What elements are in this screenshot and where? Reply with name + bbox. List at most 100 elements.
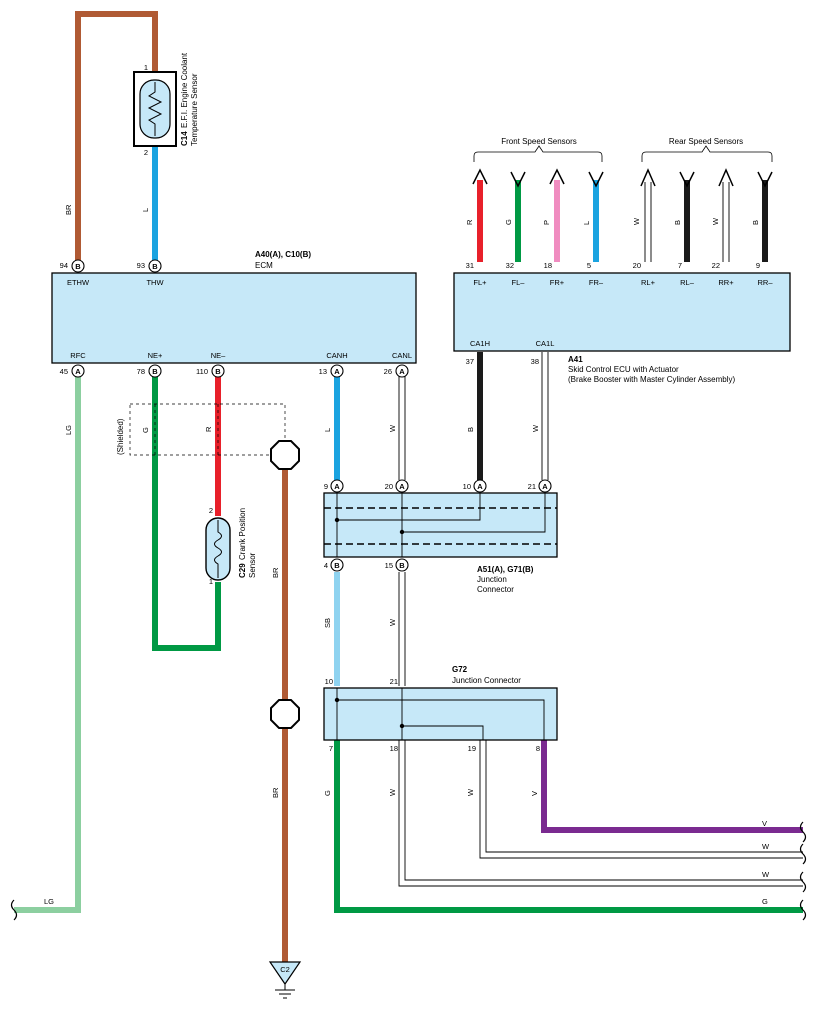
abs-ecu-id: A41 [568, 355, 583, 364]
ecm-conn-93: B [152, 262, 158, 271]
wire-label-br-low: BR [271, 787, 280, 798]
front-sensors-label: Front Speed Sensors [501, 137, 577, 146]
abs-wire-l: L [582, 221, 591, 225]
ecm-conn-13: A [334, 367, 340, 376]
ecm-pin-78: 78 [137, 367, 145, 376]
jc1-conn-4: B [334, 561, 340, 570]
ecm-term-canh: CANH [326, 351, 347, 360]
ecm-conn-26: A [399, 367, 405, 376]
break-right [799, 821, 807, 921]
ecm-conn-110: B [215, 367, 221, 376]
abs-term-rr-plus: RR+ [718, 278, 734, 287]
jc2-name: Junction Connector [452, 676, 521, 685]
jc1-conn-21-circle [538, 479, 552, 493]
svg-text:Sensor: Sensor [248, 552, 257, 578]
ecm-pin-93: 93 [137, 261, 145, 270]
wire-label-lg: LG [64, 425, 73, 435]
end-label-g: G [762, 897, 768, 906]
abs-term-fr-plus: FR+ [550, 278, 565, 287]
abs-term-ca1l: CA1L [536, 339, 555, 348]
jc1-pin-15: 15 [385, 561, 393, 570]
ecm-name: ECM [255, 261, 273, 270]
wire-label-w-ca: W [531, 424, 540, 432]
abs-wire-p: P [542, 220, 551, 225]
wire-label-g-ne: G [141, 427, 150, 433]
abs-term-fr-minus: FR– [589, 278, 604, 287]
wire-g-ne [152, 374, 221, 651]
abs-pin-7: 7 [678, 261, 682, 270]
wire-label-l-top: L [141, 208, 150, 212]
wire-label-v-out: V [530, 791, 539, 796]
jc2-pin-21: 21 [390, 677, 398, 686]
ecm-id: A40(A), C10(B) [255, 250, 311, 259]
ground-label: C2 [280, 965, 290, 974]
ecm-conn-110-circle [211, 364, 225, 378]
crank-position-sensor [205, 517, 231, 581]
wire-label-w-out1: W [388, 788, 397, 796]
abs-wire-b1: B [673, 220, 682, 225]
wire-label-w-mid: W [388, 618, 397, 626]
abs-pin-37: 37 [466, 357, 474, 366]
coolant-temp-sensor [133, 71, 177, 147]
abs-term-rl-plus: RL+ [641, 278, 656, 287]
ecm-conn-93-circle [148, 259, 162, 273]
splice-upper [270, 440, 300, 470]
abs-pin-20: 20 [633, 261, 641, 270]
jc1-pin-20: 20 [385, 482, 393, 491]
abs-ecu-name1: Skid Control ECU with Actuator [568, 365, 679, 374]
svg-text:C29: C29 [238, 563, 247, 578]
jc1-conn-4-circle [330, 558, 344, 572]
jc2-pin-19: 19 [468, 744, 476, 753]
jc2-pin-18: 18 [390, 744, 398, 753]
jc1-conn-21: A [542, 482, 548, 491]
svg-text:E.F.I. Engine Coolant: E.F.I. Engine Coolant [180, 52, 189, 128]
abs-term-rr-minus: RR– [757, 278, 773, 287]
ecm-conn-94: B [75, 262, 81, 271]
abs-pin-5: 5 [587, 261, 591, 270]
ecm-conn-45-circle [71, 364, 85, 378]
shielded-label: (Shielded) [116, 418, 125, 455]
junction-connector-2 [323, 687, 558, 741]
jc1-pin-21: 21 [528, 482, 536, 491]
wire-lg [14, 374, 81, 913]
jc2-pin-7: 7 [329, 744, 333, 753]
ecm-conn-45: A [75, 367, 81, 376]
rear-sensors-label: Rear Speed Sensors [669, 137, 743, 146]
rear-sensors-bracket [641, 145, 773, 162]
jc1-pin-4: 4 [324, 561, 328, 570]
coolant-pin-bot: 2 [144, 148, 148, 157]
end-label-w1: W [762, 842, 770, 851]
jc1-pin-10: 10 [463, 482, 471, 491]
abs-pin-18: 18 [544, 261, 552, 270]
ecm-conn-78-circle [148, 364, 162, 378]
jc1-conn-10-circle [473, 479, 487, 493]
jc1-name1: Junction [477, 575, 507, 584]
ecm-term-rfc: RFC [70, 351, 86, 360]
abs-ecu-box [453, 272, 791, 352]
ecm-term-ne-minus: NE– [211, 351, 226, 360]
abs-pin-22: 22 [712, 261, 720, 270]
jc1-conn-9-circle [330, 479, 344, 493]
crank-pin-bot: 1 [209, 577, 213, 586]
abs-pin-31: 31 [466, 261, 474, 270]
break-lg [10, 899, 18, 921]
abs-wire-b2: B [751, 220, 760, 225]
jc1-conn-20: A [399, 482, 405, 491]
jc1-conn-10: A [477, 482, 483, 491]
jc1-conn-20-circle [395, 479, 409, 493]
ecm-pin-94: 94 [60, 261, 68, 270]
jc2-pin-8: 8 [536, 744, 540, 753]
wire-label-b-ca: B [466, 427, 475, 432]
abs-ecu-name2: (Brake Booster with Master Cylinder Asse… [568, 375, 736, 384]
wire-g-out [334, 740, 803, 913]
wire-label-r-ne: R [204, 426, 213, 432]
svg-text:Crank Position: Crank Position [238, 508, 247, 560]
ecm-term-thw: THW [146, 278, 164, 287]
ecm-conn-94-circle [71, 259, 85, 273]
wire-label-w-can: W [388, 424, 397, 432]
abs-term-fl-minus: FL– [512, 278, 526, 287]
ecm-pin-26: 26 [384, 367, 392, 376]
end-label-w2: W [762, 870, 770, 879]
